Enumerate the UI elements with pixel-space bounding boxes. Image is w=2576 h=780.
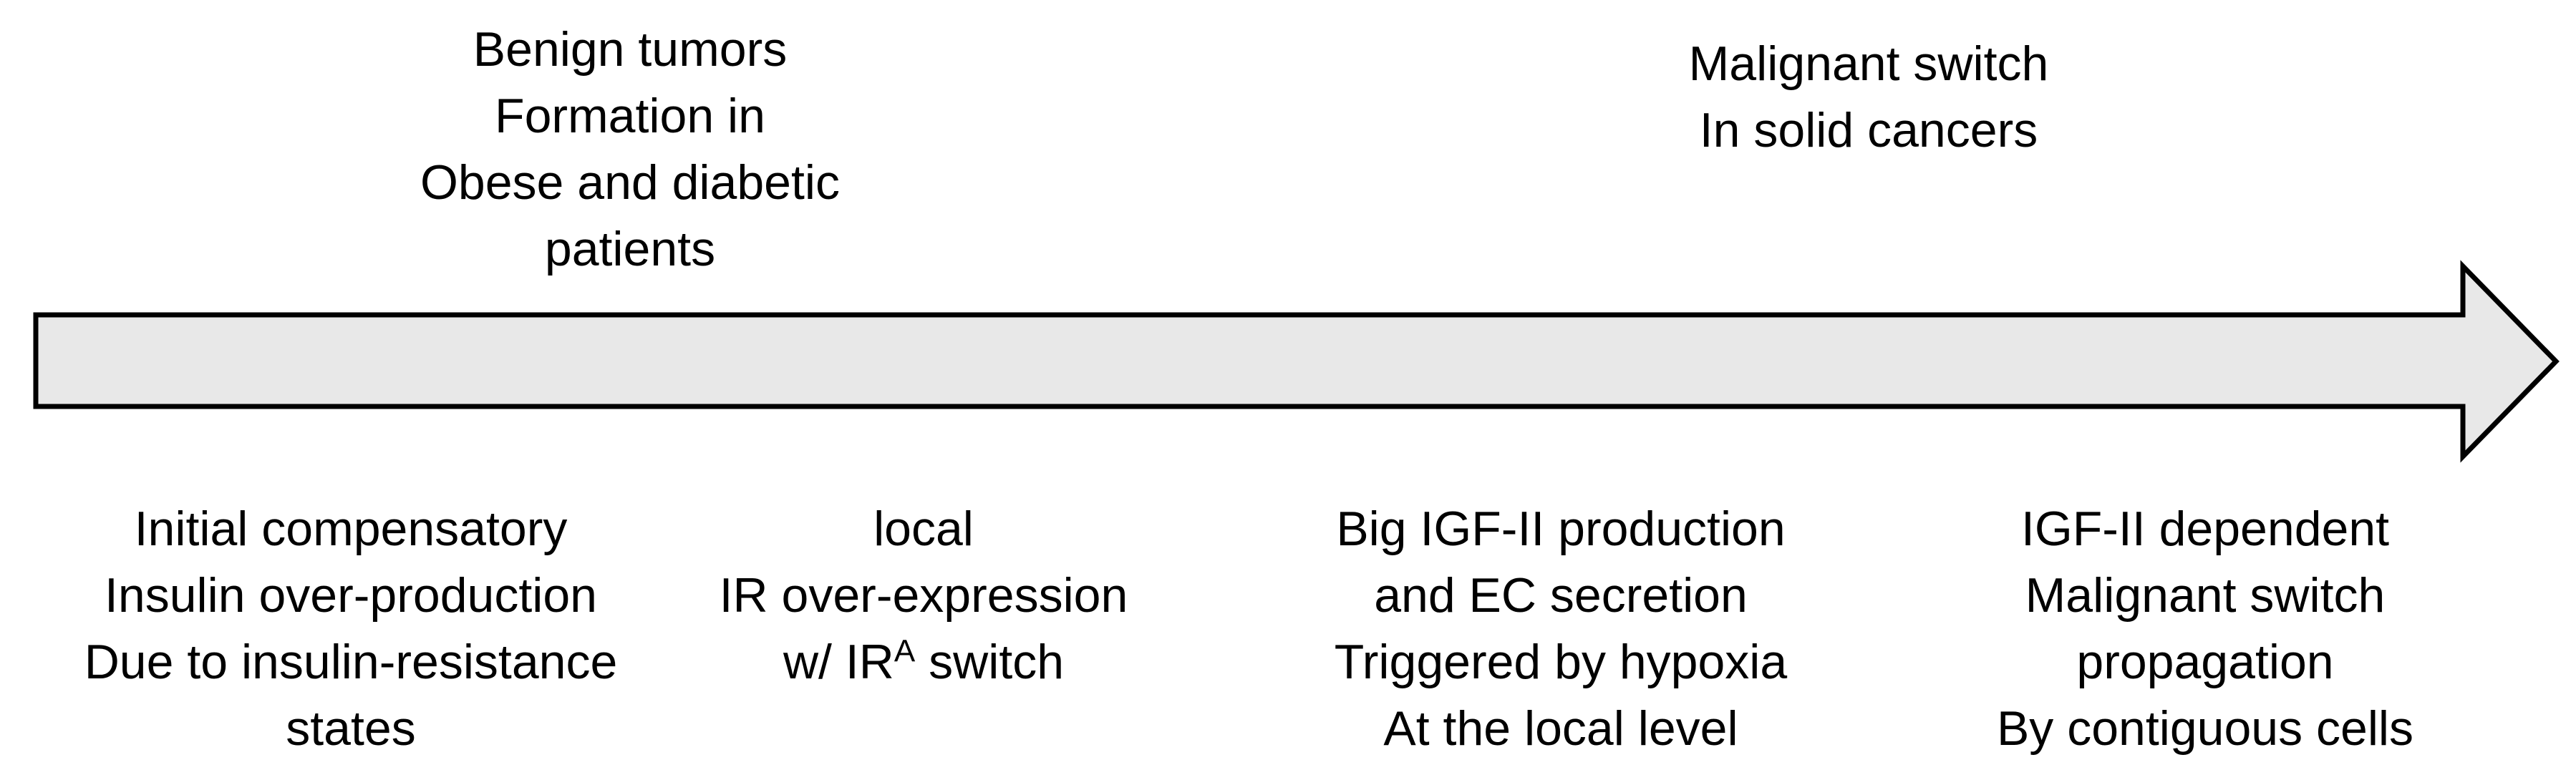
benign-line-1: Benign tumors <box>473 22 788 77</box>
stage-3-line-3: Triggered by hypoxia <box>1334 635 1788 689</box>
stage-1-label: Initial compensatory Insulin over-produc… <box>29 496 673 762</box>
stage-2-line-3: w/ IRA switch <box>666 629 1181 696</box>
stage-2-line-3-superscript: A <box>894 633 916 669</box>
stage-3-line-1: Big IGF-II production <box>1336 502 1786 556</box>
stage-2-line-1: local <box>873 502 974 556</box>
malignant-switch-label: Malignant switch In solid cancers <box>1582 31 2155 164</box>
benign-line-4: patients <box>544 222 716 276</box>
stage-4-line-1: IGF-II dependent <box>2020 502 2390 556</box>
malignant-line-1: Malignant switch <box>1688 36 2049 91</box>
stage-1-line-4: states <box>286 701 416 756</box>
stage-2-label: local IR over-expression w/ IRA switch <box>666 496 1181 696</box>
stage-4-line-3: propagation <box>2076 635 2334 689</box>
stage-4-line-2: Malignant switch <box>2025 568 2386 623</box>
malignant-line-2: In solid cancers <box>1699 103 2038 157</box>
stage-3-line-4: At the local level <box>1383 701 1738 756</box>
stage-3-line-2: and EC secretion <box>1374 568 1748 623</box>
stage-4-label: IGF-II dependent Malignant switch propag… <box>1919 496 2492 762</box>
stage-1-line-2: Insulin over-production <box>105 568 597 623</box>
stage-1-line-1: Initial compensatory <box>134 502 568 556</box>
stage-2-line-3-prefix: w/ IR <box>783 635 894 689</box>
benign-tumors-label: Benign tumors Formation in Obese and dia… <box>344 16 916 283</box>
stage-2-line-2: IR over-expression <box>719 568 1128 623</box>
benign-line-3: Obese and diabetic <box>420 155 840 210</box>
stage-4-line-4: By contiguous cells <box>1996 701 2414 756</box>
stage-2-line-3-suffix: switch <box>915 635 1065 689</box>
stage-3-label: Big IGF-II production and EC secretion T… <box>1274 496 1847 762</box>
benign-line-2: Formation in <box>495 89 765 143</box>
stage-1-line-3: Due to insulin-resistance <box>84 635 618 689</box>
timeline-arrow <box>33 260 2560 463</box>
